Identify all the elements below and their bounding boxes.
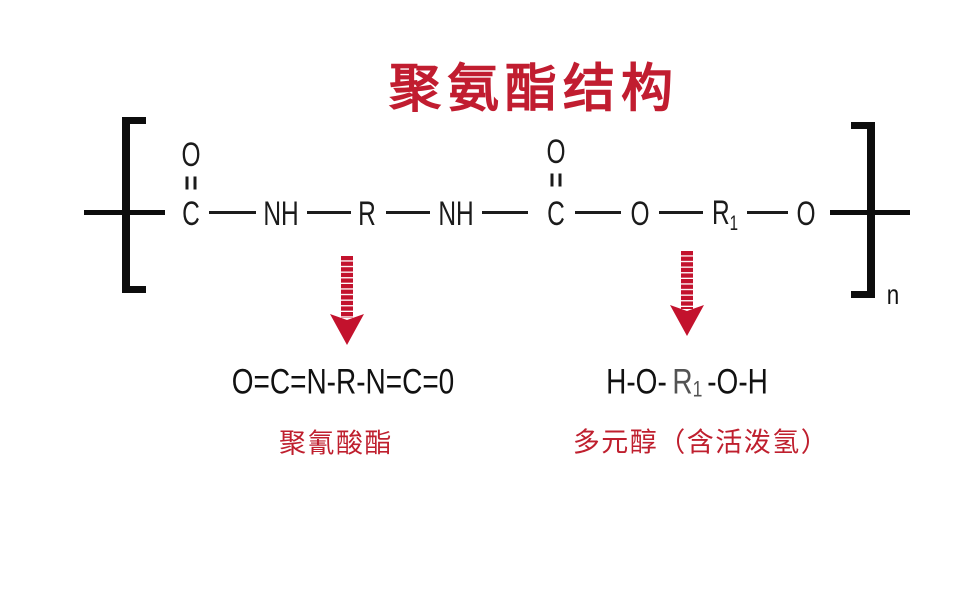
double-bond-icon — [185, 176, 197, 190]
left-bracket-vertical — [122, 117, 130, 293]
polyol-formula: H-O- R 1 -O-H — [606, 365, 768, 400]
atom-carbonyl2-oxygen: O — [546, 133, 566, 171]
polyol-r1-subscript: 1 — [692, 376, 703, 401]
atom-ester-oxygen2: O — [796, 195, 816, 233]
right-chain-crossline — [830, 210, 910, 215]
atom-r1-group: R1 — [711, 194, 738, 234]
atom-carbonyl2-carbon: C — [547, 195, 565, 233]
bond-nh1-r — [307, 211, 351, 214]
atom-r-group: R — [358, 195, 376, 233]
right-bracket-top-serif — [851, 122, 875, 129]
polyol-formula-suffix: -O-H — [707, 362, 768, 402]
striped-down-arrow-icon — [330, 256, 364, 345]
bond-c2-o1 — [575, 211, 621, 214]
isocyanate-formula: O=C=N-R-N=C=0 — [231, 362, 455, 402]
page-title: 聚氨酯结构 — [388, 60, 680, 119]
bond-o1-r1 — [659, 211, 703, 214]
atom-ester-oxygen1: O — [630, 195, 650, 233]
atom-r1-subscript: 1 — [729, 212, 739, 235]
left-bracket-top-serif — [122, 117, 146, 124]
bond-nh2-c2 — [482, 211, 528, 214]
atom-amide2: NH — [438, 195, 474, 233]
left-chain-crossline — [84, 210, 165, 215]
bond-r1-o2 — [747, 211, 788, 214]
double-bond-icon — [550, 173, 562, 187]
polyol-formula-prefix: H-O- — [606, 362, 667, 402]
right-bracket-bottom-serif — [851, 291, 875, 298]
repeat-subscript-n: n — [886, 279, 900, 310]
left-bracket-bottom-serif — [122, 286, 146, 293]
bond-c1-nh1 — [209, 211, 256, 214]
polyol-r1-base: R — [672, 362, 693, 402]
striped-down-arrow-icon — [670, 251, 704, 336]
atom-carbonyl1-carbon: C — [182, 195, 200, 233]
atom-r1-base: R — [711, 194, 730, 232]
atom-carbonyl1-oxygen: O — [181, 136, 201, 174]
atom-amide1: NH — [263, 195, 299, 233]
isocyanate-label: 聚氰酸酯 — [279, 428, 393, 459]
polyol-label: 多元醇（含活泼氢） — [572, 427, 830, 458]
bond-r-nh2 — [386, 211, 430, 214]
